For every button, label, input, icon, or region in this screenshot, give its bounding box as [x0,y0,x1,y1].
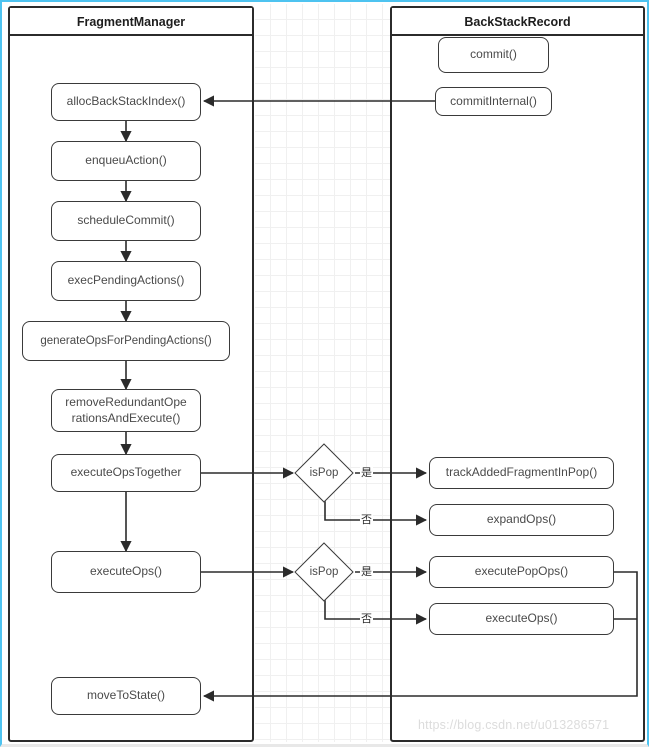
edge-label-yes-top: 是 [360,467,373,479]
edge-label-yes-bottom: 是 [360,566,373,578]
watermark-text: https://blog.csdn.net/u013286571 [418,718,610,732]
node-enqueu-action[interactable]: enqueuAction() [51,141,201,181]
node-schedule-commit[interactable]: scheduleCommit() [51,201,201,241]
node-execute-pop-ops[interactable]: executePopOps() [429,556,614,588]
decision-label: isPop [309,467,339,479]
edge-label-no-top: 否 [360,514,373,526]
lane-title-back-stack-record: BackStackRecord [392,8,643,36]
node-remove-redundant-operations-and-execute[interactable]: removeRedundantOpe rationsAndExecute() [51,389,201,432]
lane-fragment-manager: FragmentManager [8,6,254,742]
decision-is-pop-bottom[interactable]: isPop [293,542,355,602]
decision-label: isPop [309,566,339,578]
node-commit-internal[interactable]: commitInternal() [435,87,552,116]
node-expand-ops[interactable]: expandOps() [429,504,614,536]
node-execute-ops[interactable]: executeOps() [51,551,201,593]
node-commit[interactable]: commit() [438,37,549,73]
node-execute-ops-together[interactable]: executeOpsTogether [51,454,201,492]
node-generate-ops-for-pending-actions[interactable]: generateOpsForPendingActions() [22,321,230,361]
node-alloc-back-stack-index[interactable]: allocBackStackIndex() [51,83,201,121]
node-track-added-fragment-in-pop[interactable]: trackAddedFragmentInPop() [429,457,614,489]
decision-is-pop-top[interactable]: isPop [293,443,355,503]
lane-title-fragment-manager: FragmentManager [10,8,252,36]
node-move-to-state[interactable]: moveToState() [51,677,201,715]
grid-background-gutter [255,4,390,742]
node-execute-ops-right[interactable]: executeOps() [429,603,614,635]
node-exec-pending-actions[interactable]: execPendingActions() [51,261,201,301]
edge-label-no-bottom: 否 [360,613,373,625]
